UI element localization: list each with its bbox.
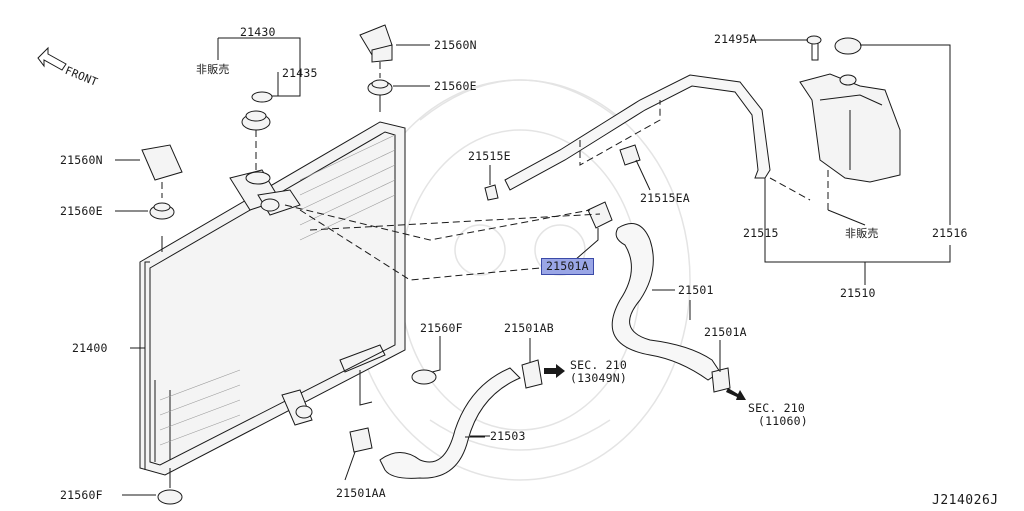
- clip-21515E: [484, 165, 499, 201]
- section-ref-2-line1: SEC. 210: [748, 401, 805, 415]
- radiator-cap: [217, 37, 301, 172]
- part-label-21560E-left: 21560E: [60, 204, 103, 218]
- section-ref-2-line2: (11060): [758, 414, 808, 428]
- part-label-21501A: 21501A: [704, 325, 747, 339]
- part-label-21501AA: 21501AA: [336, 486, 386, 500]
- part-label-21515E: 21515E: [468, 149, 511, 163]
- front-arrow-icon: [37, 46, 67, 71]
- part-label-21560F-mid: 21560F: [420, 321, 463, 335]
- part-label-21510: 21510: [840, 286, 876, 300]
- part-label-21560N-top: 21560N: [434, 38, 477, 52]
- dashed-connectors: [284, 204, 601, 281]
- hose-clamp-21501A-top: [574, 201, 613, 261]
- part-label-21503: 21503: [490, 429, 526, 443]
- hose-clamp-21501A: [711, 340, 731, 393]
- part-label-21560N-left: 21560N: [60, 153, 103, 167]
- hose-clamp-21501AB: [521, 338, 543, 389]
- part-label-21516: 21516: [932, 226, 968, 240]
- part-label-21560F-bottom: 21560F: [60, 488, 103, 502]
- section-ref-1-line2: (13049N): [570, 371, 627, 385]
- part-label-21501: 21501: [678, 283, 714, 297]
- leader-lines: [115, 39, 866, 438]
- sec-arrow-2-icon: [726, 388, 746, 400]
- part-label-21435: 21435: [282, 66, 318, 80]
- mount-bottom: [122, 489, 183, 505]
- reservoir-tank: [790, 35, 951, 225]
- mount-bracket-top: [359, 24, 393, 112]
- sec-arrow-1-icon: [544, 364, 565, 378]
- not-for-sale-label-1: 非販売: [196, 63, 230, 76]
- mount-mid: [411, 336, 441, 385]
- part-label-21515EA: 21515EA: [640, 191, 690, 205]
- part-label-21430: 21430: [240, 25, 276, 39]
- upper-hose: [611, 223, 721, 381]
- part-label-21560E-top: 21560E: [434, 79, 477, 93]
- assembly-bracket-21510: [764, 245, 951, 285]
- clip-21515EA: [619, 144, 651, 191]
- part-label-21515: 21515: [743, 226, 779, 240]
- section-ref-1-line1: SEC. 210: [570, 358, 627, 372]
- part-label-21501AB: 21501AB: [504, 321, 554, 335]
- diagram-code: J214026J: [932, 493, 999, 508]
- not-for-sale-label-2: 非販売: [845, 227, 879, 240]
- part-label-21400: 21400: [72, 341, 108, 355]
- mount-bracket-left: [141, 144, 183, 220]
- reservoir-hose: [504, 74, 811, 201]
- lower-hose: [379, 367, 521, 479]
- part-label-21495A: 21495A: [714, 32, 757, 46]
- watermark-emblem: [349, 79, 691, 481]
- part-label-21501A-highlighted[interactable]: 21501A: [541, 258, 594, 275]
- radiator-core: [139, 121, 406, 488]
- hose-clamp-21501AA: [344, 427, 373, 481]
